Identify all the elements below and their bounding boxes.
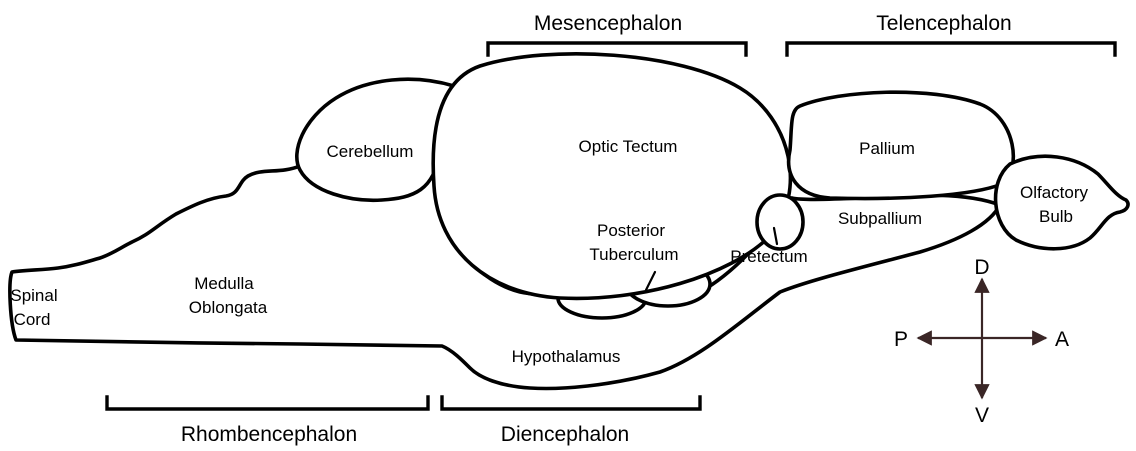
optic-tectum-label: Optic Tectum — [579, 137, 678, 156]
rhombencephalon-bracket — [107, 397, 428, 409]
subpallium-label: Subpallium — [838, 209, 922, 228]
compass-label-ventral: V — [975, 404, 989, 427]
rhombencephalon-label: Rhombencephalon — [181, 423, 357, 446]
telencephalon-bracket — [787, 43, 1115, 55]
diencephalon-label: Diencephalon — [501, 423, 629, 446]
compass-label-dorsal: D — [974, 256, 989, 279]
telencephalon-label: Telencephalon — [876, 12, 1011, 35]
olfactory-bulb-outline — [996, 156, 1128, 248]
diencephalon-bracket — [442, 397, 700, 409]
mesencephalon-bracket — [488, 43, 746, 55]
olfactory-bulb-label-line2: Bulb — [1039, 207, 1073, 226]
spinal-cord-label-line2: Cord — [14, 310, 51, 329]
pretectum-outline — [757, 195, 803, 249]
cerebellum-label: Cerebellum — [327, 142, 414, 161]
medulla-oblongata-label-line1: Medulla — [194, 274, 254, 293]
compass-label-posterior: P — [894, 328, 908, 351]
pretectum-label: Pretectum — [730, 247, 807, 266]
medulla-oblongata-label-line2: Oblongata — [189, 298, 268, 317]
spinal-cord-label-line1: Spinal — [10, 286, 57, 305]
mesencephalon-label: Mesencephalon — [534, 12, 682, 35]
posterior-tuberculum-label-line2: Tuberculum — [589, 245, 678, 264]
posterior-tuberculum-label-line1: Posterior — [597, 221, 665, 240]
compass-label-anterior: A — [1055, 328, 1069, 351]
olfactory-bulb-label-line1: Olfactory — [1020, 183, 1089, 202]
hypothalamus-label: Hypothalamus — [512, 347, 621, 366]
pallium-label: Pallium — [859, 139, 915, 158]
orientation-compass: D V P A — [894, 256, 1069, 427]
